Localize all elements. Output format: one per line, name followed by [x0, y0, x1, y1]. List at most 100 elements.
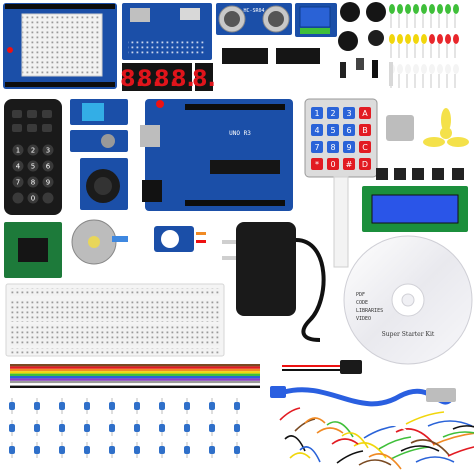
resistor	[109, 424, 115, 432]
remote-key-label: 6	[46, 163, 51, 171]
jumper-wire	[316, 427, 344, 434]
resistor	[109, 402, 115, 410]
resistor	[34, 402, 40, 410]
keypad-key-label: 4	[314, 126, 319, 135]
usb-cable	[270, 386, 456, 407]
remote-key-label: 3	[46, 147, 50, 155]
remote-key-label: 0	[31, 195, 35, 203]
led	[405, 4, 411, 14]
jumper-wire	[415, 456, 455, 463]
ribbon-wire	[10, 378, 260, 381]
battery-clip	[282, 360, 362, 374]
led	[389, 34, 395, 44]
led	[437, 4, 443, 14]
ribbon-wire	[10, 383, 260, 386]
led	[445, 34, 451, 44]
jumper-wires-bundle	[279, 407, 474, 471]
jumper-wire	[363, 425, 397, 439]
prototype-shield	[3, 3, 117, 89]
remote-key-label: 2	[31, 147, 35, 155]
keypad-key-label: B	[362, 126, 368, 135]
jumper-wire	[341, 432, 369, 449]
remote-function-key	[42, 110, 52, 118]
keypad-key	[359, 124, 371, 136]
jumper-wire	[321, 439, 349, 453]
jumper-wire	[432, 432, 474, 446]
keypad-key	[327, 107, 339, 119]
servo-motor	[154, 226, 206, 252]
keypad-key	[327, 141, 339, 153]
jumper-wire	[336, 450, 364, 464]
keypad-key-label: A	[362, 109, 368, 118]
resistor	[234, 446, 240, 454]
keypad-key-label: 2	[330, 109, 335, 118]
uno-board: UNO R3	[140, 99, 293, 211]
keypad-key-label: 0	[330, 160, 335, 169]
led	[413, 64, 419, 74]
remote-function-key	[12, 110, 22, 118]
resistors	[9, 398, 240, 458]
remote-key	[12, 160, 24, 172]
cd-line-1: PDF	[356, 292, 365, 298]
resistor	[84, 402, 90, 410]
lcd-1602	[362, 186, 468, 232]
sensor-label: HC-SR04	[243, 8, 264, 14]
led	[437, 34, 443, 44]
keypad-key-label: 7	[314, 143, 319, 152]
display-digit: 8.	[154, 67, 178, 92]
resistor	[234, 402, 240, 410]
jumper-wire	[299, 446, 321, 463]
remote-key	[27, 144, 39, 156]
led	[453, 34, 459, 44]
cd-line-2: CODE	[356, 300, 368, 306]
keypad-key-label: #	[346, 160, 353, 169]
resistor	[159, 446, 165, 454]
resistor	[84, 424, 90, 432]
resistor	[209, 402, 215, 410]
jumper-wire	[279, 407, 301, 421]
remote-key-label: 8	[31, 179, 35, 187]
remote-key-label: 7	[16, 179, 20, 187]
push-buttons	[376, 168, 464, 180]
remote-function-key	[27, 110, 37, 118]
remote-key	[12, 144, 24, 156]
keypad-key-label: 9	[346, 143, 351, 152]
led	[437, 64, 443, 74]
led	[397, 34, 403, 44]
resistor	[59, 446, 65, 454]
remote-key	[12, 176, 24, 188]
stepper-motor	[71, 219, 128, 265]
dc-motor-fan	[386, 108, 469, 147]
resistor	[234, 424, 240, 432]
jumper-wire	[447, 446, 474, 457]
led	[405, 34, 411, 44]
keypad-key-label: *	[315, 160, 319, 169]
resistor	[209, 424, 215, 432]
keypad-key-label: 3	[346, 109, 351, 118]
led	[421, 64, 427, 74]
keypad-key	[343, 158, 355, 170]
resistor	[109, 446, 115, 454]
led	[429, 64, 435, 74]
jumper-wire	[331, 438, 359, 445]
resistor	[184, 424, 190, 432]
resistor	[59, 402, 65, 410]
remote-key	[27, 192, 39, 204]
resistor	[9, 446, 15, 454]
led	[429, 4, 435, 14]
joystick-module	[80, 158, 128, 210]
software-cd: PDF CODE LIBRARIES VIDEO Super Starter K…	[343, 235, 473, 365]
resistor	[59, 424, 65, 432]
keypad-key	[311, 107, 323, 119]
jumper-wire	[427, 420, 473, 427]
display-digit: 8.	[120, 67, 144, 92]
jumper-wire	[410, 439, 450, 456]
keypad-key	[327, 158, 339, 170]
ribbon-wire	[10, 373, 260, 376]
ribbon-wire	[10, 376, 260, 379]
jumper-wire	[373, 424, 407, 431]
keypad-key	[359, 107, 371, 119]
display-digit: 8.	[137, 67, 161, 92]
led	[413, 34, 419, 44]
